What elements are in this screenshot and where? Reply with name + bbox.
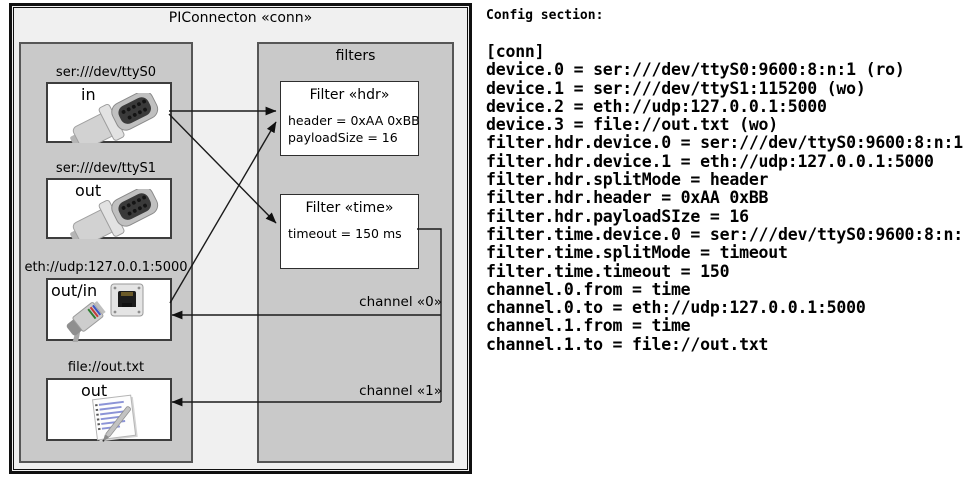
port-direction-label: out	[75, 181, 102, 200]
port-direction-label: out/in	[51, 281, 98, 300]
filter-attr: payloadSize = 16	[288, 129, 398, 145]
device-label-ttys1: ser:///dev/ttyS1	[55, 161, 157, 176]
config-section-heading: Config section:	[486, 8, 604, 23]
serial-connector-icon	[70, 189, 159, 239]
ethernet-plug-icon	[66, 300, 106, 342]
port-direction-label: in	[81, 85, 96, 104]
device-label-file: file://out.txt	[67, 360, 145, 375]
config-line: filter.hdr.payloadSIze = 16	[486, 206, 749, 226]
device-label-ttys0: ser:///dev/ttyS0	[55, 65, 157, 80]
config-line: device.0 = ser:///dev/ttyS0:9600:8:n:1 (…	[486, 60, 905, 80]
filter-attr: timeout = 150 ms	[288, 226, 402, 241]
config-line: device.1 = ser:///dev/ttyS1:115200 (wo)	[486, 78, 866, 98]
filters-container: filters Filter «hdr» header = 0xAA 0xBB …	[257, 42, 454, 463]
config-line: channel.0.from = time	[486, 279, 691, 299]
config-line: filter.time.splitMode = timeout	[486, 243, 788, 263]
filter-hdr-attrs: header = 0xAA 0xBB payloadSize = 16	[288, 113, 420, 146]
filter-time-title: Filter «time»	[305, 200, 394, 216]
config-line: channel.1.from = time	[486, 316, 691, 336]
channel-1-label: channel «1»	[359, 383, 442, 399]
piconnecton-title: PIConnecton «conn»	[168, 10, 313, 26]
config-line: filter.hdr.device.1 = eth://udp:127.0.0.…	[486, 151, 934, 171]
port-direction-label: out	[81, 381, 108, 400]
config-line: filter.time.device.0 = ser:///dev/ttyS0:…	[486, 224, 964, 244]
config-text-block: [conn] device.0 = ser:///dev/ttyS0:9600:…	[486, 42, 964, 354]
ethernet-jack-icon	[110, 283, 144, 317]
device-box-eth: out/in	[46, 278, 172, 342]
filters-title: filters	[335, 48, 376, 64]
config-line: filter.hdr.splitMode = header	[486, 170, 769, 190]
config-line: filter.time.timeout = 150	[486, 261, 730, 281]
serial-connector-icon	[70, 93, 159, 143]
config-line: filter.hdr.device.0 = ser:///dev/ttyS0:9…	[486, 133, 963, 153]
config-line: [conn]	[486, 42, 545, 61]
channel-0-label: channel «0»	[359, 294, 442, 310]
filter-hdr-title: Filter «hdr»	[309, 87, 390, 103]
config-line: channel.1.to = file://out.txt	[486, 334, 769, 354]
filter-time-attrs: timeout = 150 ms	[288, 226, 402, 243]
notepad-pen-icon	[92, 394, 138, 442]
config-line: filter.hdr.header = 0xAA 0xBB	[486, 188, 769, 208]
device-box-ttys1: out	[46, 178, 172, 239]
config-line: device.3 = file://out.txt (wo)	[486, 115, 779, 135]
filter-attr: header = 0xAA 0xBB	[288, 113, 420, 128]
filter-box-time: Filter «time» timeout = 150 ms	[280, 194, 419, 269]
config-line: device.2 = eth://udp:127.0.0.1:5000	[486, 96, 827, 116]
device-label-eth: eth://udp:127.0.0.1:5000	[24, 260, 188, 275]
filter-box-hdr: Filter «hdr» header = 0xAA 0xBB payloadS…	[280, 81, 420, 156]
devices-container: ser:///dev/ttyS0 in ser:///dev/ttyS1	[19, 42, 193, 463]
device-box-ttys0: in	[46, 82, 172, 143]
device-box-file: out	[46, 378, 172, 442]
config-line: channel.0.to = eth://udp:127.0.0.1:5000	[486, 298, 866, 318]
